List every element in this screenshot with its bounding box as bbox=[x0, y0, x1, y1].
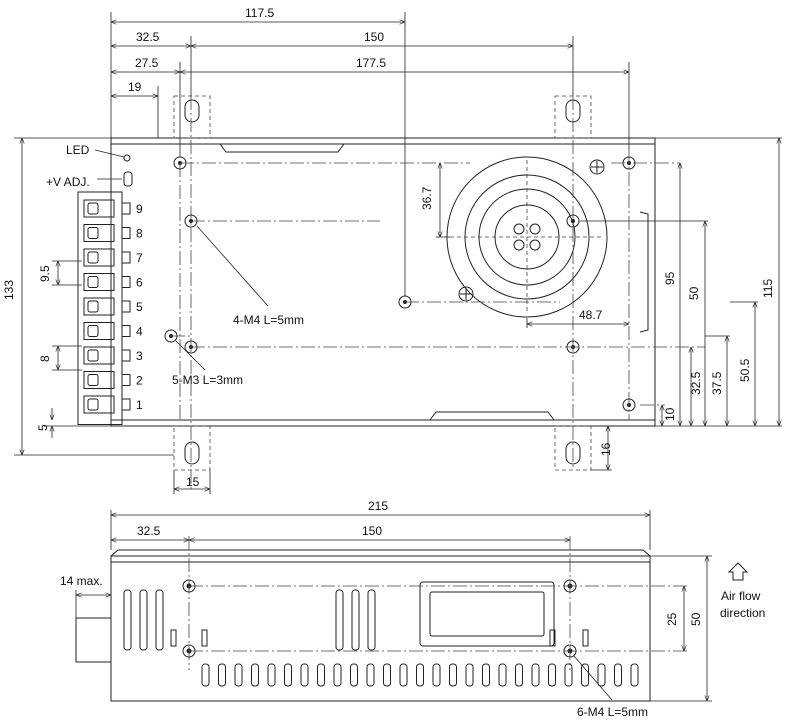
dim-16: 16 bbox=[599, 442, 613, 456]
m3-holes-note: 5-M3 L=3mm bbox=[172, 373, 243, 387]
vent-slot bbox=[201, 663, 210, 687]
vent-slot bbox=[383, 663, 391, 687]
dim-50-side: 50 bbox=[689, 612, 703, 626]
vadj-label: +V ADJ. bbox=[46, 175, 90, 189]
dim-50-5: 50.5 bbox=[738, 358, 752, 382]
vent-slot bbox=[366, 663, 375, 687]
dim-37-5: 37.5 bbox=[710, 371, 724, 395]
psu-body-outline bbox=[110, 137, 656, 427]
vent-slot bbox=[449, 663, 457, 687]
dim-32-5-side: 32.5 bbox=[137, 524, 161, 538]
dim-27-5: 27.5 bbox=[135, 56, 159, 70]
vent-slot bbox=[630, 663, 639, 687]
terminal-number: 3 bbox=[136, 349, 143, 363]
vent-slot bbox=[234, 663, 243, 687]
dim-150: 150 bbox=[364, 30, 384, 44]
terminal-number: 5 bbox=[136, 300, 143, 314]
vent-slot bbox=[251, 663, 259, 687]
terminal-number: 2 bbox=[136, 374, 143, 388]
dim-8: 8 bbox=[38, 355, 52, 362]
side-view: 215 32.5 150 14 max. 25 50 Air flow dire… bbox=[60, 499, 765, 719]
vent-slot bbox=[317, 663, 325, 687]
airflow-label-1: Air flow bbox=[721, 589, 761, 603]
m4-holes-note: 4-M4 L=5mm bbox=[233, 313, 304, 327]
dim-215: 215 bbox=[368, 499, 388, 513]
side-vents-left bbox=[123, 589, 589, 651]
vent-slot bbox=[267, 663, 276, 687]
dim-32-5-right: 32.5 bbox=[689, 371, 703, 395]
terminal-number: 8 bbox=[136, 227, 143, 241]
vent-slot bbox=[333, 663, 342, 687]
led-label: LED bbox=[66, 143, 90, 157]
dim-117-5: 117.5 bbox=[245, 6, 274, 20]
dim-36-7: 36.7 bbox=[420, 186, 434, 210]
terminal-housing bbox=[77, 191, 123, 425]
terminal-6: 6 bbox=[83, 273, 143, 291]
dim-25: 25 bbox=[665, 612, 679, 626]
vent-slot bbox=[614, 663, 622, 687]
terminal-block: 9 8 7 6 5 4 3 2 1 bbox=[77, 191, 143, 425]
vent-slot bbox=[218, 663, 226, 687]
bottom-vents bbox=[201, 663, 639, 687]
vent-slot bbox=[350, 663, 358, 687]
vent-slot bbox=[548, 663, 556, 687]
terminal-2: 2 bbox=[83, 371, 143, 389]
terminal-8: 8 bbox=[83, 224, 143, 242]
mounting-tab bbox=[173, 95, 211, 139]
vent-slot bbox=[300, 663, 309, 687]
side-body-outline bbox=[110, 555, 651, 702]
terminal-5: 5 bbox=[83, 297, 143, 316]
top-dimensions: 117.5 32.5 150 27.5 177.5 19 bbox=[110, 6, 630, 296]
terminal-number: 7 bbox=[136, 251, 143, 265]
dim-10: 10 bbox=[663, 407, 677, 421]
vent-slot bbox=[432, 663, 441, 687]
vent-slot bbox=[284, 663, 292, 687]
vent-slot bbox=[399, 663, 408, 687]
vent-slot bbox=[465, 663, 474, 687]
dim-95: 95 bbox=[663, 271, 677, 285]
dim-5: 5 bbox=[36, 424, 50, 431]
vent-slot bbox=[515, 663, 523, 687]
terminal-protrusion bbox=[75, 617, 112, 663]
terminal-number: 9 bbox=[136, 202, 143, 216]
terminal-1: 1 bbox=[83, 395, 143, 414]
top-view: LED +V ADJ. 9 8 7 6 5 4 3 2 1 117.5 32.5 150 27.… bbox=[2, 6, 782, 494]
vent-slot bbox=[416, 663, 424, 687]
vent-slot bbox=[531, 663, 540, 687]
terminal-number: 4 bbox=[136, 325, 143, 339]
dim-9-5: 9.5 bbox=[38, 265, 52, 282]
dim-50: 50 bbox=[687, 286, 701, 300]
terminal-number: 1 bbox=[136, 398, 143, 412]
right-dimensions: 115 95 50 32.5 37.5 50.5 10 16 bbox=[580, 137, 782, 471]
dim-115: 115 bbox=[761, 279, 775, 298]
airflow-label-2: direction bbox=[720, 606, 765, 620]
dim-177-5: 177.5 bbox=[356, 56, 386, 70]
dim-150-side: 150 bbox=[362, 524, 382, 538]
vent-slot bbox=[482, 663, 490, 687]
label-window bbox=[419, 581, 555, 647]
mounting-tab bbox=[173, 425, 211, 471]
terminal-4: 4 bbox=[83, 322, 143, 340]
terminal-7: 7 bbox=[83, 248, 143, 267]
dim-32-5: 32.5 bbox=[136, 30, 160, 44]
vent-slot bbox=[564, 663, 573, 687]
dim-48-7: 48.7 bbox=[579, 308, 603, 322]
dim-14-max: 14 max. bbox=[60, 574, 103, 588]
terminal-3: 3 bbox=[83, 346, 143, 365]
side-m4-holes-note: 6-M4 L=5mm bbox=[577, 705, 648, 719]
dim-133: 133 bbox=[2, 280, 16, 300]
vent-slot bbox=[581, 663, 589, 687]
dim-15: 15 bbox=[186, 475, 200, 489]
vent-slot bbox=[597, 663, 606, 687]
cooling-fan bbox=[446, 156, 608, 318]
terminal-9: 9 bbox=[83, 199, 143, 218]
left-dimensions: 133 9.5 8 5 bbox=[2, 137, 174, 456]
vadj-potentiometer[interactable] bbox=[123, 171, 133, 187]
terminal-number: 6 bbox=[136, 276, 143, 290]
vent-slot bbox=[498, 663, 507, 687]
dim-19: 19 bbox=[128, 80, 142, 94]
led-indicator bbox=[123, 154, 131, 162]
airflow-arrow-icon bbox=[727, 562, 749, 581]
